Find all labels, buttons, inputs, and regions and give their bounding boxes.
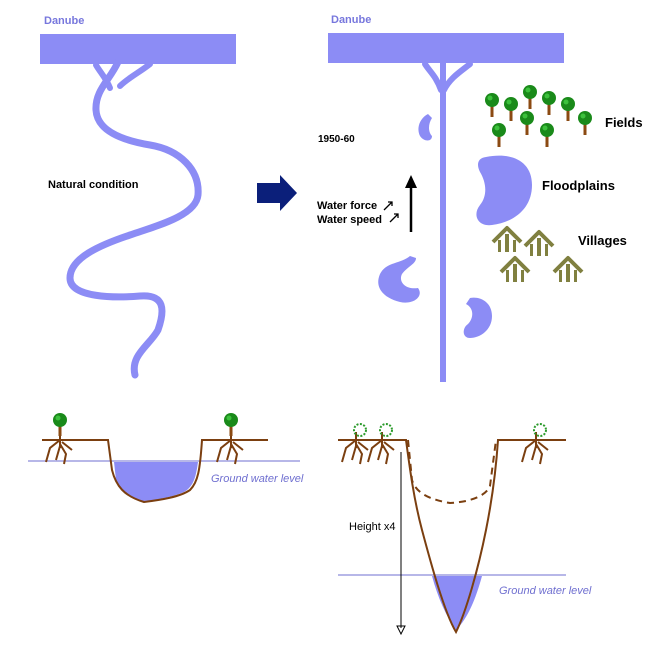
hut-icon bbox=[552, 256, 584, 282]
riverbed-left bbox=[42, 439, 268, 504]
hut-icon bbox=[499, 256, 531, 282]
tree-icon bbox=[485, 93, 499, 117]
oxbow-lake-left bbox=[378, 256, 420, 303]
straight-river bbox=[440, 62, 446, 382]
river-label-left: Danube bbox=[44, 15, 84, 27]
danube-bar-right bbox=[328, 33, 564, 63]
tree-icon bbox=[504, 97, 518, 121]
tree-icon bbox=[521, 423, 549, 465]
height-label: Height x4 bbox=[349, 521, 395, 533]
meandering-river bbox=[66, 58, 202, 379]
tree-icon bbox=[45, 413, 73, 465]
natural-condition-label: Natural condition bbox=[48, 179, 139, 191]
oxbow-lake-small bbox=[418, 114, 432, 141]
up-arrow-head bbox=[405, 175, 417, 188]
ground-water-label-right: Ground water level bbox=[499, 585, 592, 597]
tree-icon bbox=[341, 423, 369, 465]
villages-label: Villages bbox=[578, 233, 627, 248]
tree-icon bbox=[523, 85, 537, 109]
right-arrow-icon bbox=[257, 175, 297, 211]
river-branch-left-b bbox=[117, 61, 153, 89]
river-branch-right-b bbox=[441, 61, 473, 93]
tree-icon bbox=[540, 123, 554, 147]
tree-icon bbox=[367, 423, 395, 465]
water-right-section bbox=[432, 576, 482, 630]
river-branch-left-a bbox=[93, 62, 113, 91]
increase-arrow-icon-force bbox=[383, 201, 393, 211]
danube-bar-left bbox=[40, 34, 236, 64]
former-riverbed-dashed bbox=[407, 439, 497, 505]
water-force-label: Water force bbox=[317, 200, 377, 212]
bank-trees-right bbox=[341, 423, 549, 465]
hut-icon bbox=[491, 226, 523, 252]
floodplain-lake bbox=[476, 155, 532, 226]
increase-arrow-icon-speed bbox=[389, 213, 399, 223]
riverbed-right bbox=[338, 439, 566, 635]
field-trees bbox=[485, 85, 592, 147]
tree-icon bbox=[492, 123, 506, 147]
tree-icon bbox=[542, 91, 556, 115]
tree-icon bbox=[561, 97, 575, 121]
water-left-section bbox=[114, 462, 198, 501]
water-speed-label: Water speed bbox=[317, 214, 382, 226]
ground-water-label-left: Ground water level bbox=[211, 473, 304, 485]
floodplains-label: Floodplains bbox=[542, 178, 615, 193]
bank-trees-left bbox=[45, 413, 244, 465]
fields-label: Fields bbox=[605, 115, 643, 130]
oxbow-lake-right bbox=[463, 297, 492, 338]
village-huts bbox=[491, 226, 584, 282]
period-label: 1950-60 bbox=[318, 134, 355, 145]
tree-icon bbox=[520, 111, 534, 135]
river-branch-right-a bbox=[422, 61, 444, 93]
height-arrow-head bbox=[396, 625, 406, 636]
tree-icon bbox=[578, 111, 592, 135]
tree-icon bbox=[216, 413, 244, 465]
hut-icon bbox=[523, 230, 555, 256]
river-label-right: Danube bbox=[331, 14, 371, 26]
